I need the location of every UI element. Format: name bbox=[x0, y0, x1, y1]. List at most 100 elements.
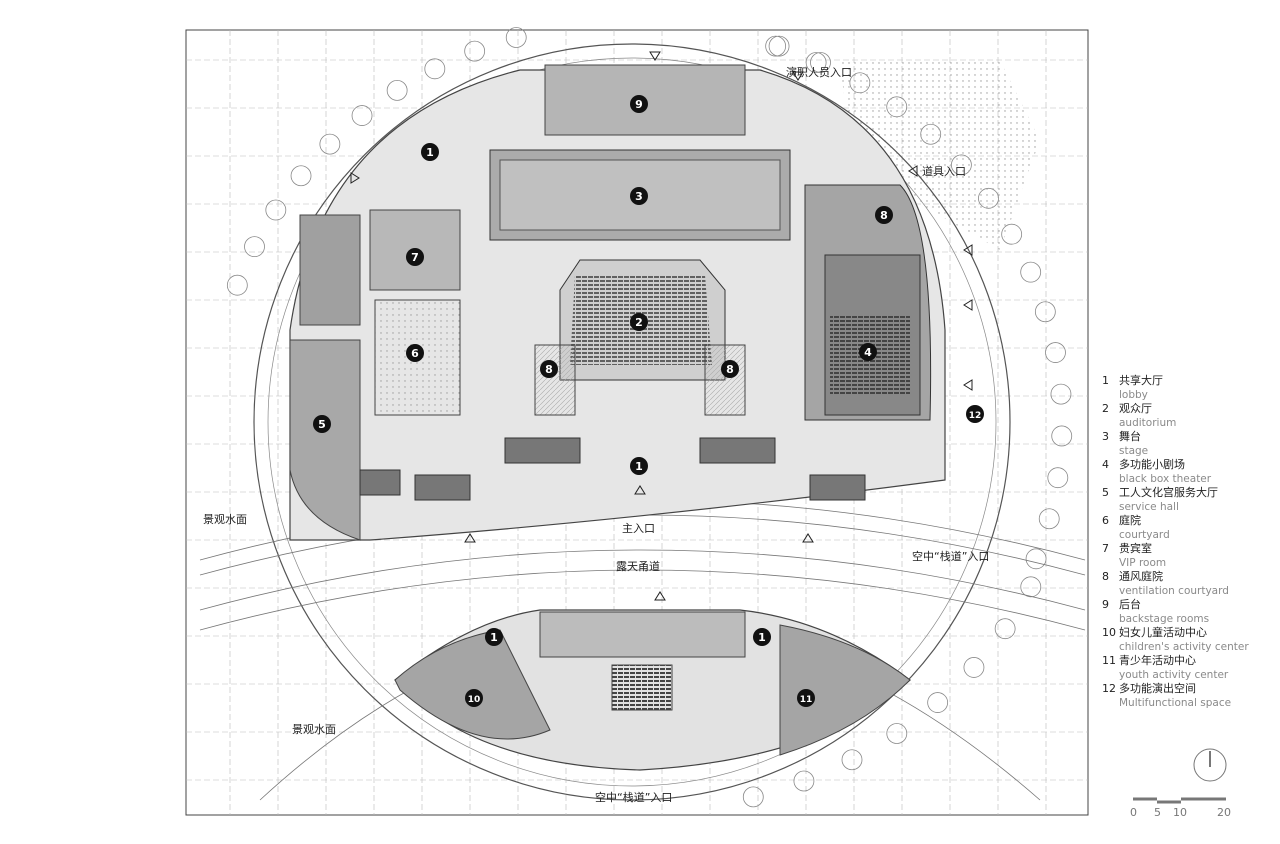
legend-zh: 观众厅 bbox=[1119, 402, 1152, 415]
entrance-arrow-icon bbox=[464, 533, 476, 543]
staff-entrance-label: 演职人员入口 bbox=[786, 65, 852, 79]
marker-number: 7 bbox=[411, 251, 419, 264]
legend-en: VIP room bbox=[1119, 557, 1167, 569]
marker-number: 8 bbox=[880, 209, 888, 222]
entrance-arrow-icon bbox=[654, 591, 666, 601]
tree-icon bbox=[1051, 425, 1073, 447]
legend-number: 7 bbox=[1102, 542, 1109, 555]
entrance-arrow-icon bbox=[802, 533, 814, 543]
children-center-block bbox=[394, 629, 551, 740]
area-marker: 1 bbox=[630, 457, 648, 475]
legend-en: ventilation courtyard bbox=[1119, 585, 1229, 597]
tree-icon bbox=[1038, 508, 1060, 530]
legend-number: 3 bbox=[1102, 430, 1109, 443]
lower-hall-seats bbox=[611, 664, 673, 711]
tree-icon bbox=[244, 236, 265, 258]
legend-number: 5 bbox=[1102, 486, 1109, 499]
legend-zh: 青少年活动中心 bbox=[1119, 654, 1196, 667]
plaza-northeast bbox=[840, 60, 1040, 250]
marker-circle bbox=[406, 344, 424, 362]
area-marker: 9 bbox=[630, 95, 648, 113]
outer-ring bbox=[253, 43, 1011, 801]
entrance-arrow-icon bbox=[963, 379, 973, 391]
tree-icon bbox=[290, 165, 312, 187]
tree-icon bbox=[1020, 261, 1042, 283]
vent-courtyard-west bbox=[534, 344, 576, 416]
lower-north-block bbox=[539, 611, 746, 658]
tree-icon bbox=[1025, 548, 1047, 570]
tree-icon bbox=[1020, 576, 1042, 598]
scale-bar bbox=[1133, 797, 1226, 804]
marker-number: 8 bbox=[545, 363, 553, 376]
tree-icon bbox=[768, 35, 790, 57]
skywalk-entrance-label: 空中“栈道”入口 bbox=[912, 549, 989, 563]
entrance-arrow-icon bbox=[963, 299, 973, 311]
area-marker: 5 bbox=[313, 415, 331, 433]
marker-circle bbox=[406, 248, 424, 266]
skywalk-entrance-label: 空中“栈道”入口 bbox=[595, 790, 672, 804]
inner-ring bbox=[267, 57, 997, 787]
legend-en: lobby bbox=[1119, 389, 1148, 401]
area-marker: 11 bbox=[797, 689, 815, 707]
area-marker: 12 bbox=[966, 405, 984, 423]
legend-item: 3 舞台 stage bbox=[1102, 430, 1272, 458]
marker-number: 4 bbox=[864, 346, 872, 359]
legend-number: 2 bbox=[1102, 402, 1109, 415]
legend-zh: 共享大厅 bbox=[1119, 374, 1163, 387]
area-marker: 10 bbox=[465, 689, 483, 707]
lobby-cores bbox=[359, 437, 866, 501]
legend-en: service hall bbox=[1119, 501, 1179, 513]
marker-circle bbox=[797, 689, 815, 707]
legend-zh: 妇女儿童活动中心 bbox=[1119, 626, 1207, 639]
area-marker: 1 bbox=[485, 628, 503, 646]
marker-circle bbox=[630, 313, 648, 331]
tree-icon bbox=[765, 35, 787, 57]
tree-icon bbox=[424, 58, 446, 80]
area-marker: 1 bbox=[753, 628, 771, 646]
marker-number: 5 bbox=[318, 418, 326, 431]
legend-item: 7 贵宾室 VIP room bbox=[1102, 542, 1272, 570]
legend-zh: 通风庭院 bbox=[1119, 570, 1163, 583]
tree-icon bbox=[810, 52, 831, 73]
legend-zh: 贵宾室 bbox=[1119, 542, 1152, 555]
marker-circle bbox=[421, 143, 439, 161]
marker-number: 1 bbox=[490, 631, 498, 644]
legend-zh: 舞台 bbox=[1119, 430, 1141, 443]
service-hall-block bbox=[289, 339, 361, 541]
area-marker: 8 bbox=[540, 360, 558, 378]
marker-circle bbox=[630, 95, 648, 113]
legend-number: 11 bbox=[1102, 654, 1116, 667]
entrance-arrow-icon bbox=[634, 485, 646, 495]
legend-number: 4 bbox=[1102, 458, 1109, 471]
legend-zh: 多功能演出空间 bbox=[1119, 682, 1196, 695]
youth-center-block bbox=[779, 624, 911, 756]
tree-icon bbox=[1050, 383, 1072, 405]
tree-icon bbox=[386, 79, 408, 101]
marker-number: 8 bbox=[726, 363, 734, 376]
tree-icon bbox=[742, 786, 764, 808]
legend-en: courtyard bbox=[1119, 529, 1170, 541]
legend-en: stage bbox=[1119, 445, 1149, 457]
marker-circle bbox=[875, 206, 893, 224]
marker-circle bbox=[465, 689, 483, 707]
main-entrance-label: 主入口 bbox=[622, 522, 655, 535]
legend-number: 10 bbox=[1102, 626, 1116, 639]
tree-icon bbox=[505, 27, 527, 48]
north-arrow-icon bbox=[1193, 748, 1227, 782]
legend-zh: 多功能小剧场 bbox=[1119, 458, 1185, 471]
vent-courtyard-east bbox=[704, 344, 746, 416]
tree-icon bbox=[1034, 301, 1056, 323]
tree-icon bbox=[805, 52, 827, 73]
tree-icon bbox=[265, 199, 287, 221]
marker-number: 2 bbox=[635, 316, 643, 329]
marker-number: 1 bbox=[758, 631, 766, 644]
